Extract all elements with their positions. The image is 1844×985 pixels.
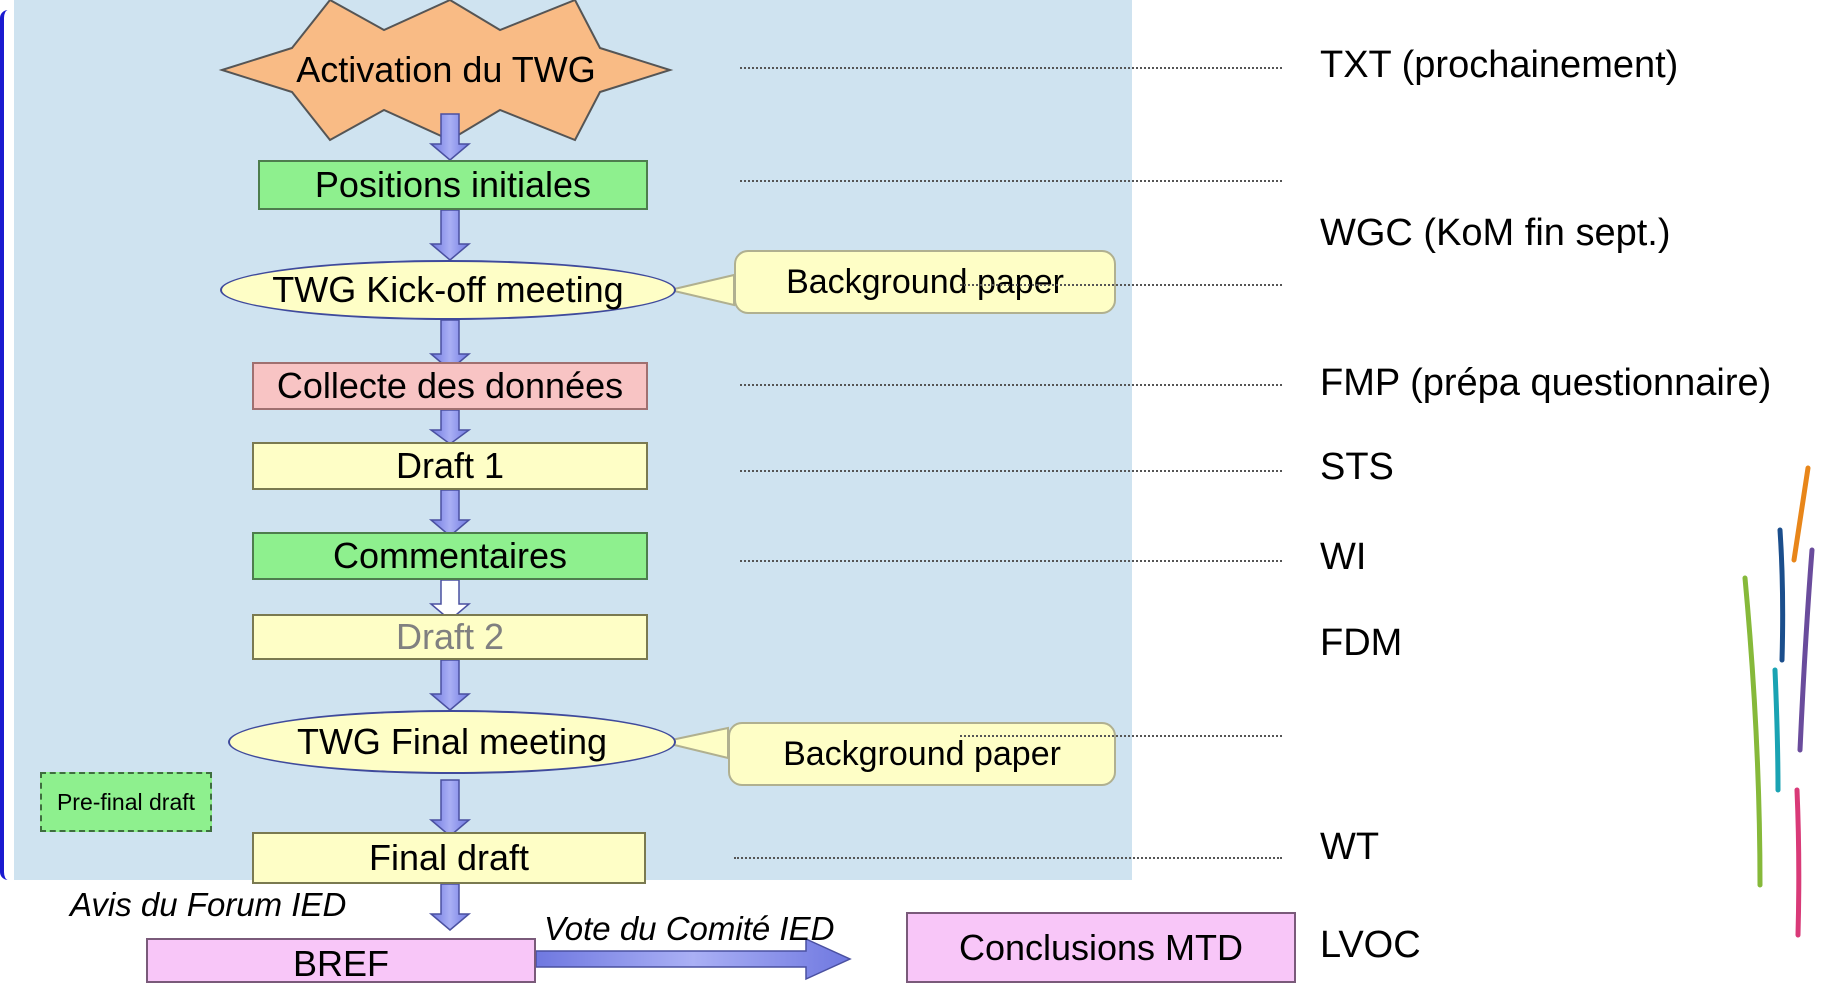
left-bracket [0, 10, 14, 880]
label-sts: STS [1320, 446, 1394, 488]
dotted-connector [740, 560, 1282, 562]
draft1-label: Draft 1 [395, 445, 505, 486]
final-meeting-label: TWG Final meeting [296, 721, 608, 762]
label-txt: TXT (prochainement) [1320, 44, 1679, 86]
dotted-connector [740, 470, 1282, 472]
background-paper-label: Background paper [786, 262, 1064, 301]
logo-lines [1742, 465, 1815, 938]
positions-node: Positions initiales [258, 160, 648, 210]
background-paper-callout: Background paper [728, 722, 1116, 786]
final-draft-node: Final draft [252, 832, 646, 884]
conclusions-node: Conclusions MTD [906, 912, 1296, 983]
final-draft-label: Final draft [368, 837, 530, 878]
bref-node: BREF [146, 938, 536, 984]
commentaires-label: Commentaires [332, 535, 568, 576]
arrow-down-hollow [428, 579, 472, 621]
final-meeting-node: TWG Final meeting [228, 710, 676, 774]
conclusions-label: Conclusions MTD [958, 926, 1244, 968]
dotted-connector [740, 67, 1282, 69]
activation-label: Activation du TWG [296, 49, 596, 90]
label-wi: WI [1320, 536, 1367, 578]
draft2-node: Draft 2 [252, 614, 648, 660]
arrow-down [428, 883, 472, 931]
dotted-connector [734, 857, 1282, 859]
arrow-down [428, 659, 472, 711]
label-lvoc: LVOC [1320, 924, 1421, 966]
background-paper-callout: Background paper [734, 250, 1116, 314]
dotted-connector [740, 384, 1282, 386]
positions-label: Positions initiales [314, 164, 592, 205]
draft2-label: Draft 2 [395, 616, 505, 657]
prefinal-node: Pre-final draft [40, 772, 212, 832]
bref-label: BREF [292, 942, 389, 984]
activation-node: Activation du TWG [222, 30, 670, 110]
dotted-connector [740, 180, 1282, 182]
callout-tail [669, 273, 735, 307]
label-wgc: WGC (KoM fin sept.) [1320, 212, 1671, 254]
dotted-connector [960, 284, 1282, 286]
comite-annotation: Vote du Comité IED [544, 910, 835, 947]
kickoff-label: TWG Kick-off meeting [272, 269, 624, 310]
collecte-label: Collecte des données [276, 365, 624, 406]
arrow-down [428, 489, 472, 537]
arrow-down [428, 409, 472, 445]
arrow-down [428, 779, 472, 837]
label-fdm: FDM [1320, 622, 1403, 664]
forum-annotation: Avis du Forum IED [70, 886, 347, 923]
arrow-down [428, 209, 472, 261]
flow-arrows [428, 113, 852, 981]
arrow-down [428, 113, 472, 161]
label-wt: WT [1320, 826, 1380, 868]
background-paper-label: Background paper [783, 734, 1061, 773]
kickoff-node: TWG Kick-off meeting [220, 260, 676, 320]
commentaires-node: Commentaires [252, 532, 648, 580]
arrow-right [535, 937, 852, 981]
collecte-node: Collecte des données [252, 362, 648, 410]
prefinal-label: Pre-final draft [56, 788, 196, 815]
label-fmp: FMP (prépa questionnaire) [1320, 362, 1772, 404]
dotted-connector [960, 735, 1282, 737]
activation-star-shape [218, 0, 674, 142]
draft1-node: Draft 1 [252, 442, 648, 490]
